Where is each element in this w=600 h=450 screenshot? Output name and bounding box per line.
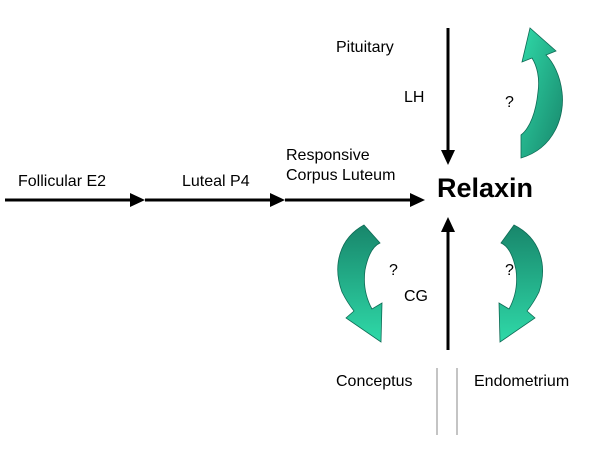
question-mark-right: ? [505,262,514,279]
conceptus-label: Conceptus [336,373,413,390]
luteal-p4-label: Luteal P4 [182,173,250,190]
luteal-to-corpus-luteum-arrow [145,193,285,207]
corpus-luteum-label: Corpus Luteum [286,167,396,184]
cg-label: CG [404,288,428,305]
follicular-to-luteal-arrow [5,193,145,207]
question-mark-top: ? [505,94,514,111]
follicular-e2-label: Follicular E2 [18,173,107,190]
lh-label: LH [404,89,425,106]
curved-arrow-top-right [520,27,563,159]
responsive-label: Responsive [286,147,370,164]
curved-arrow-right [498,224,543,343]
cg-up-arrow [441,217,455,350]
endometrium-label: Endometrium [474,373,570,390]
relaxin-title: Relaxin [437,173,534,203]
corpus-luteum-to-relaxin-arrow [285,193,425,207]
question-mark-left: ? [389,262,398,279]
lh-down-arrow [441,28,455,165]
curved-arrow-left [337,224,383,343]
pituitary-label: Pituitary [336,39,394,56]
divider-lines [436,368,458,435]
